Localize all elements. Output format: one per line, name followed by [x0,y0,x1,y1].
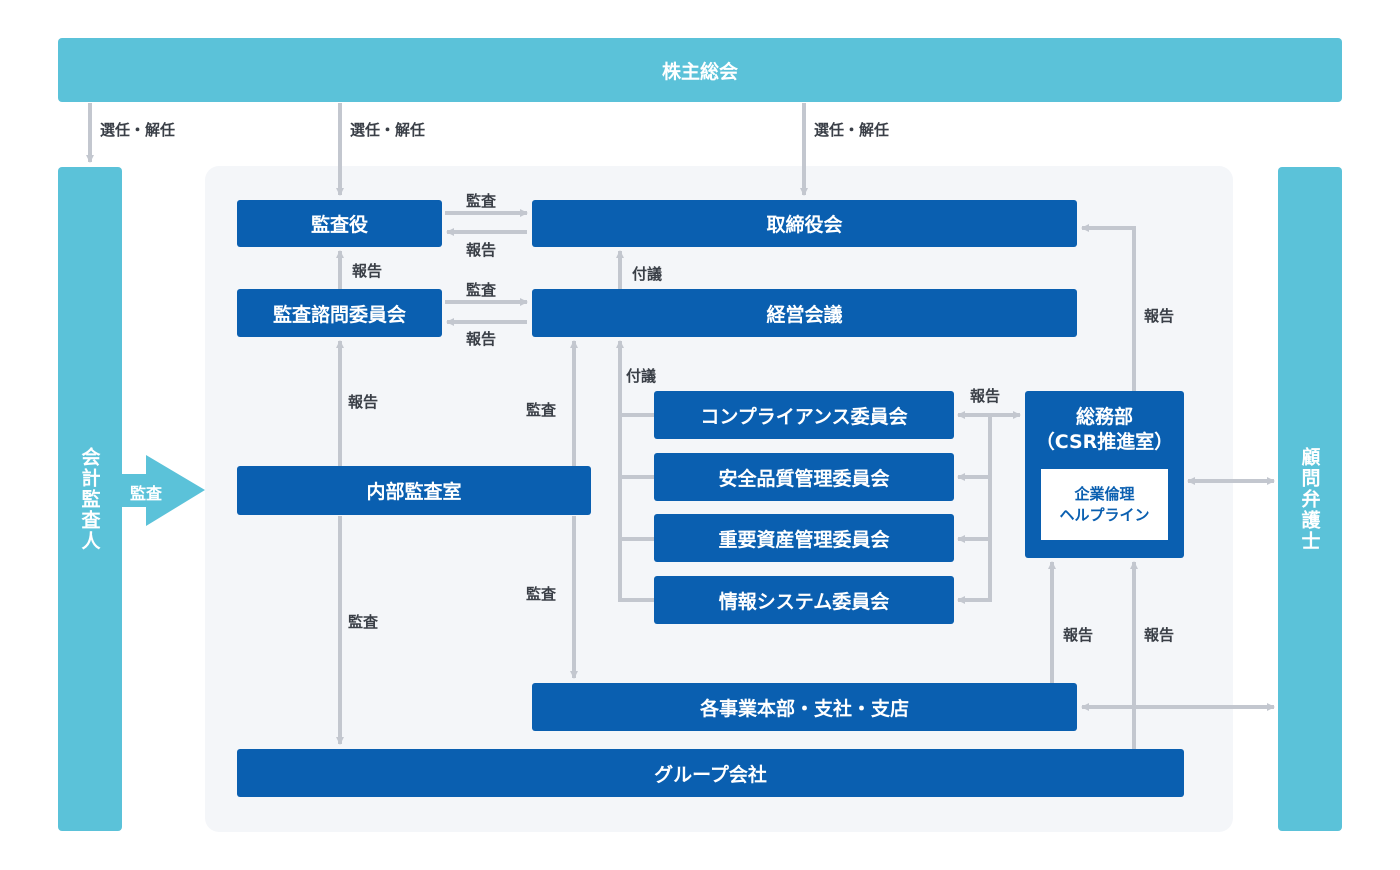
refer-label-management: 付議 [626,367,657,385]
refer-label-board: 付議 [632,265,663,283]
audit-label-management: 監査 [466,281,497,299]
board-of-directors-box: 取締役会 [532,200,1077,247]
elect-dismiss-label-kansayaku: 選任・解任 [350,121,426,139]
report-label-committees: 報告 [970,387,1001,405]
hotline-line1: 企業倫理 [1074,484,1135,503]
ethics-hotline-box: 企業倫理 ヘルプライン [1041,469,1168,540]
divisions-branches-box: 各事業本部・支社・支店 [532,683,1077,731]
compliance-committee-box: コンプライアンス委員会 [654,391,954,439]
report-label-kansayaku: 報告 [466,241,497,259]
group-companies-box: グループ会社 [237,749,1184,797]
report-label-advisory: 報告 [352,262,383,280]
report-label-ga-board: 報告 [1144,307,1175,325]
audit-label-upper: 監査 [526,401,557,419]
important-assets-committee-box: 重要資産管理委員会 [654,514,954,562]
audit-label-lower: 監査 [526,585,557,603]
report-label-group: 報告 [1144,626,1175,644]
accounting-auditor-label: 会計監査人 [78,446,101,552]
csr-office-label: （CSR推進室） [1035,431,1174,453]
accounting-auditor-column: 会計監査人 [58,167,122,831]
internal-audit-box: 内部監査室 [237,466,591,515]
report-label-divisions: 報告 [1063,626,1094,644]
hotline-line2: ヘルプライン [1059,505,1150,524]
management-meeting-box: 経営会議 [532,289,1077,337]
kansayaku-box: 監査役 [237,200,442,247]
safety-quality-committee-box: 安全品質管理委員会 [654,453,954,501]
legal-counsel-label: 顧問弁護士 [1298,446,1321,552]
report-label-advisory2: 報告 [466,330,497,348]
auditor-audit-label: 監査 [130,484,163,503]
shareholders-meeting: 株主総会 [58,38,1342,102]
info-system-committee-box: 情報システム委員会 [654,576,954,624]
elect-dismiss-label-auditor: 選任・解任 [100,121,176,139]
legal-counsel-column: 顧問弁護士 [1278,167,1342,831]
report-label-internal: 報告 [348,393,379,411]
audit-advisory-committee-box: 監査諮問委員会 [237,289,442,337]
general-affairs-box: 総務部 （CSR推進室） 企業倫理 ヘルプライン [1025,391,1184,558]
report-arrow-ga-board [1081,224,1136,391]
audit-label-group: 監査 [348,613,379,631]
general-affairs-title: 総務部 [1075,406,1133,428]
elect-dismiss-label-board: 選任・解任 [814,121,890,139]
auditor-audit-arrow [122,455,205,526]
audit-label-board: 監査 [466,192,497,210]
